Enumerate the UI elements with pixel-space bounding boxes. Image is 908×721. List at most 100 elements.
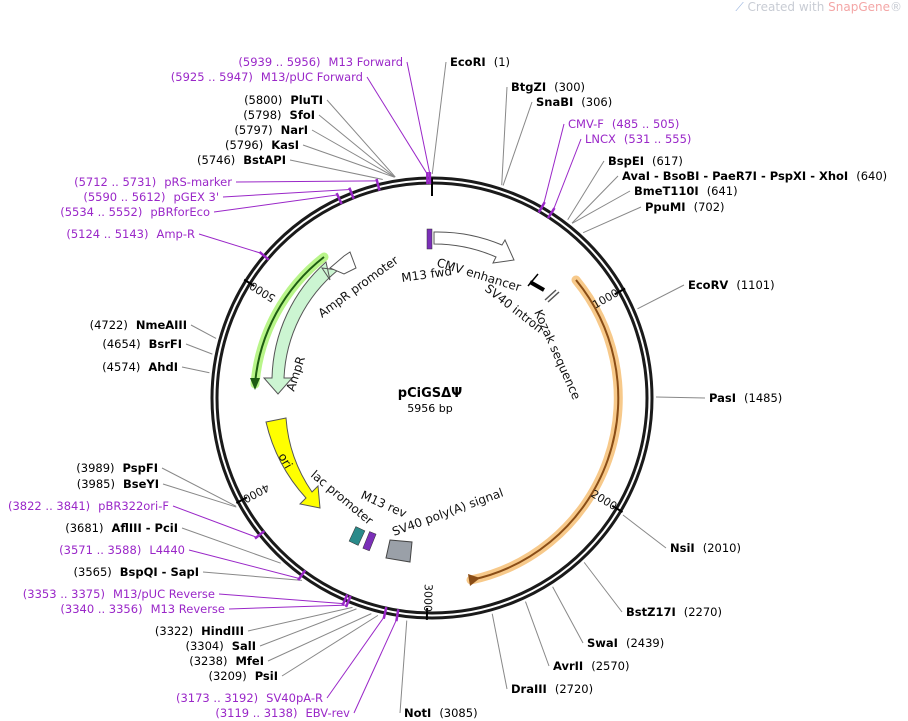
leader-line [655, 396, 706, 399]
site-label: (3985)BseYI [77, 477, 159, 491]
leader-line [318, 114, 396, 178]
site-position: (3238) [189, 654, 227, 668]
site-position: (306) [581, 95, 612, 109]
site-marks [254, 171, 556, 622]
site-name: SfoI [290, 108, 315, 122]
site-label: (3340 .. 3356)M13 Reverse [60, 602, 225, 616]
svg-text:(3238)MfeI: (3238)MfeI [189, 654, 264, 668]
site-name: M13 Reverse [151, 602, 225, 616]
site-position: (3565) [74, 565, 112, 579]
svg-text:CMV-F(485 .. 505): CMV-F(485 .. 505) [568, 117, 679, 131]
leader-line [162, 483, 237, 508]
site-label: (3681)AflIII - PciI [65, 521, 178, 535]
leader-line [302, 144, 395, 178]
primer-site-mark [335, 192, 343, 205]
watermark-prefix: Created with [747, 0, 829, 14]
site-label: AvrII(2570) [553, 659, 629, 673]
svg-text:(5590 .. 5612)pGEX 3': (5590 .. 5612)pGEX 3' [83, 190, 219, 204]
site-label: BmeT110I(641) [634, 184, 738, 198]
site-label: (5796)KasI [225, 138, 299, 152]
tick-mark [611, 504, 624, 513]
site-label: (3209)PsiI [208, 669, 278, 683]
site-label: AvaI - BsoBI - PaeR7I - PspXI - XhoI(640… [622, 169, 887, 183]
site-label: (4654)BsrFI [102, 337, 182, 351]
site-name: BseYI [123, 477, 159, 491]
site-label: (5534 .. 5552) pBRforEco [60, 205, 210, 219]
svg-text:(5925 .. 5947)M13/pUC Forward: (5925 .. 5947)M13/pUC Forward [171, 70, 363, 84]
site-label: DraIII(2720) [511, 682, 593, 696]
site-name: SalI [232, 639, 256, 653]
cmv-enhancer-feature [433, 231, 515, 264]
svg-text:(5534 .. 5552)pBRforEco: (5534 .. 5552) pBRforEco [60, 205, 210, 219]
leader-line [181, 366, 210, 374]
site-position: (5590 .. 5612) [83, 190, 165, 204]
site-position: (1) [494, 55, 510, 69]
site-name: PpuMI [645, 200, 686, 214]
site-name: EcoRI [450, 55, 486, 69]
svg-text:(3822 .. 3841)pBR322ori-F: (3822 .. 3841)pBR322ori-F [8, 499, 169, 513]
leader-line [571, 190, 631, 224]
site-label: (5939 .. 5956)M13 Forward [238, 55, 403, 69]
sv40-intron-feature [529, 280, 545, 292]
site-label: (5712 .. 5731)pRS-marker [74, 175, 232, 189]
lac-promoter-feature [348, 526, 366, 546]
site-label: (3822 .. 3841)pBR322ori-F [8, 499, 169, 513]
site-label: (5124 .. 5143)Amp-R [66, 227, 195, 241]
svg-text:(3173 .. 3192)SV40pA-R: (3173 .. 3192)SV40pA-R [176, 691, 323, 705]
site-label: (5797)NarI [234, 123, 308, 137]
site-position: (5534 .. 5552) [60, 205, 142, 219]
site-name: PspFI [123, 461, 158, 475]
leader-line [311, 129, 395, 178]
site-labels: EcoRI(1)BtgZI(300)SnaBI(306)CMV-F(485 ..… [8, 55, 887, 720]
leader-line [267, 613, 372, 662]
site-position: (3353 .. 3375) [23, 587, 105, 601]
leader-line [567, 160, 605, 221]
primer-site-mark [375, 178, 381, 191]
site-position: (5796) [225, 138, 263, 152]
leader-lines [161, 61, 706, 714]
svg-text:(5798)SfoI: (5798)SfoI [243, 108, 315, 122]
site-position: (3173 .. 3192) [176, 691, 258, 705]
site-position: (5124 .. 5143) [66, 227, 148, 241]
label-ori: ori [275, 451, 295, 472]
svg-text:DraIII(2720): DraIII(2720) [511, 682, 593, 696]
ampr-feature [262, 261, 340, 395]
sv40-polya-feature [385, 539, 413, 563]
svg-text:(3209)PsiI: (3209)PsiI [208, 669, 278, 683]
site-position: (2010) [703, 541, 741, 555]
site-label: NotI(3085) [404, 706, 478, 720]
svg-text:(3119 .. 3138)EBV-rev: (3119 .. 3138)EBV-rev [215, 706, 350, 720]
tick-label: 5000 [247, 279, 278, 305]
watermark-brand: SnapGene [828, 0, 890, 14]
primer-site-mark [546, 207, 556, 219]
site-name: HindIII [201, 624, 244, 638]
site-name: PasI [709, 391, 736, 405]
leader-line [326, 99, 396, 178]
primer-site-mark [537, 201, 546, 214]
svg-text:(5797)NarI: (5797)NarI [234, 123, 308, 137]
leader-line [524, 601, 550, 667]
leader-line [172, 505, 257, 538]
leader-line [228, 604, 347, 610]
site-position: (5746) [197, 153, 235, 167]
svg-text:(3681)AflIII - PciI: (3681)AflIII - PciI [65, 521, 178, 535]
svg-text:AvaI - BsoBI - PaeR7I - Psp: AvaI - BsoBI - PaeR7I - PspXI - XhoI(640… [622, 169, 887, 183]
site-label: (5590 .. 5612)pGEX 3' [83, 190, 219, 204]
leader-line [622, 514, 667, 549]
primer-site-mark [297, 569, 307, 581]
site-name: pBRforEco [150, 205, 210, 219]
tick-marks [235, 278, 626, 620]
site-position: (3209) [208, 669, 246, 683]
site-name: PluTI [290, 93, 323, 107]
plasmid-size: 5956 bp [407, 402, 452, 415]
site-position: (2439) [626, 636, 664, 650]
site-position: (641) [707, 184, 738, 198]
svg-text:(5796)KasI: (5796)KasI [225, 138, 299, 152]
site-position: (5797) [234, 123, 272, 137]
site-name: DraIII [511, 682, 547, 696]
svg-text:BmeT110I(641): BmeT110I(641) [634, 184, 738, 198]
site-position: (1101) [736, 278, 774, 292]
site-label: (5746)BstAPI [197, 153, 286, 167]
site-position: (3304) [185, 639, 223, 653]
